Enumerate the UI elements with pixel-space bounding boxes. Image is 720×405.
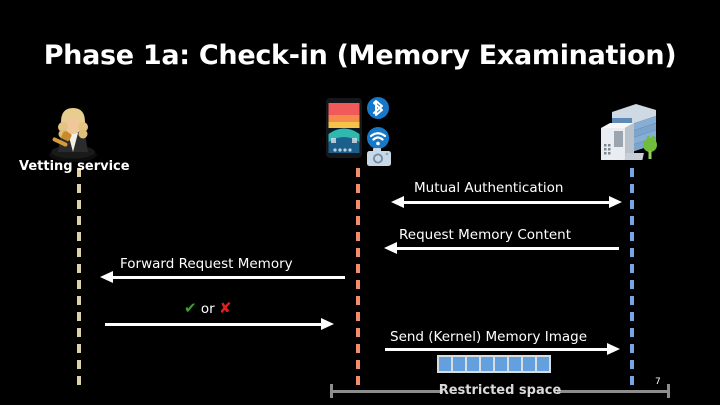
- memory-block: [453, 357, 465, 371]
- wifi-icon: [366, 126, 390, 150]
- arrow-line-mutual-authentication: [404, 201, 609, 204]
- judge-gavel-icon: [44, 100, 102, 162]
- bracket-line-left: [330, 390, 443, 393]
- bracket-line-right: [557, 390, 670, 393]
- check-icon: ✔: [184, 299, 197, 317]
- lifeline-mobile-device: [356, 168, 360, 390]
- server-rack-icon: [598, 96, 664, 164]
- message-label-request-memory-content: Request Memory Content: [399, 227, 572, 243]
- smartphone-icon: [326, 98, 362, 158]
- restricted-space-bracket: [330, 384, 670, 398]
- arrow-head-left-request-memory-content: [384, 242, 397, 254]
- page-title: Phase 1a: Check-in (Memory Examination): [43, 40, 677, 71]
- camera-icon: [366, 147, 392, 167]
- memory-block: [439, 357, 451, 371]
- arrow-line-forward-request-memory: [113, 276, 345, 279]
- bluetooth-icon: [366, 96, 390, 120]
- memory-block: [537, 357, 549, 371]
- memory-block: [481, 357, 493, 371]
- memory-block: [523, 357, 535, 371]
- memory-block: [495, 357, 507, 371]
- cross-icon: ✘: [218, 299, 232, 317]
- arrow-head-left-forward-request-memory: [100, 271, 113, 283]
- arrow-head-right-send-kernel-memory-image: [607, 343, 620, 355]
- page-number: 7: [655, 377, 661, 387]
- memory-block: [509, 357, 521, 371]
- arrow-line-send-kernel-memory-image: [385, 348, 607, 351]
- arrow-head-right-verdict: [321, 318, 334, 330]
- lifeline-vetting-service: [77, 168, 81, 390]
- arrow-line-request-memory-content: [397, 247, 619, 250]
- message-label-verdict: ✔ or ✘: [184, 299, 232, 317]
- memory-block-strip: [437, 355, 551, 373]
- restricted-space-label: Restricted space: [438, 383, 562, 398]
- memory-block: [467, 357, 479, 371]
- arrow-head-left-mutual-authentication: [391, 196, 404, 208]
- message-label-forward-request-memory: Forward Request Memory: [120, 256, 293, 272]
- bracket-cap-left: [330, 384, 333, 398]
- actor-label-vetting-service: Vetting service: [19, 159, 130, 174]
- verdict-conjunction: or: [200, 301, 215, 317]
- message-label-send-kernel-memory-image: Send (Kernel) Memory Image: [390, 329, 588, 345]
- arrow-head-right-mutual-authentication: [609, 196, 622, 208]
- message-label-mutual-authentication: Mutual Authentication: [414, 180, 564, 196]
- bracket-cap-right: [667, 384, 670, 398]
- arrow-line-verdict: [105, 323, 321, 326]
- lifeline-server: [630, 168, 634, 390]
